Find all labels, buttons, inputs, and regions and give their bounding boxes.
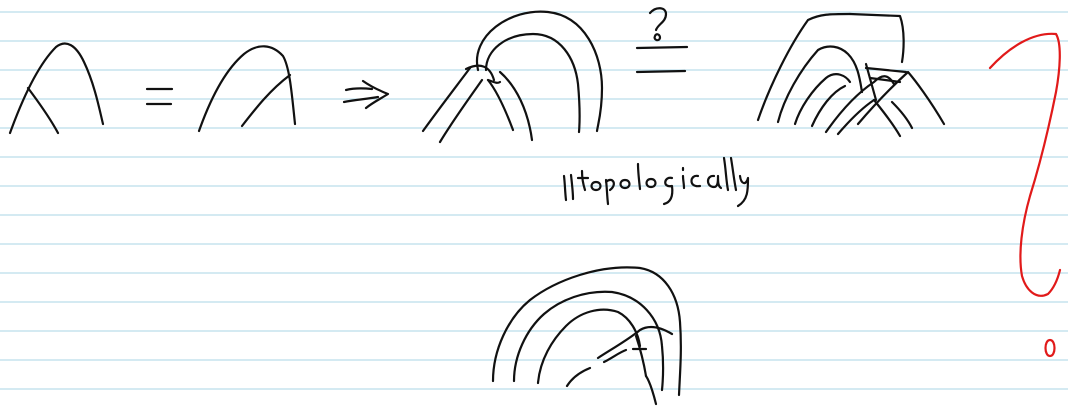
sketch-arches-lower xyxy=(491,266,682,406)
question-mark-dot xyxy=(1044,338,1056,358)
sketch-nested-arches-1 xyxy=(421,10,604,144)
sketch-arch-1 xyxy=(8,42,105,135)
sketch-arch-2 xyxy=(197,45,297,133)
annotation-handwriting xyxy=(562,156,750,208)
question-over-equals xyxy=(635,7,689,74)
sketch-nested-arches-2 xyxy=(756,12,946,138)
equals-sign xyxy=(145,87,174,106)
question-mark-curve xyxy=(988,32,1062,297)
implies-arrow xyxy=(342,79,390,110)
